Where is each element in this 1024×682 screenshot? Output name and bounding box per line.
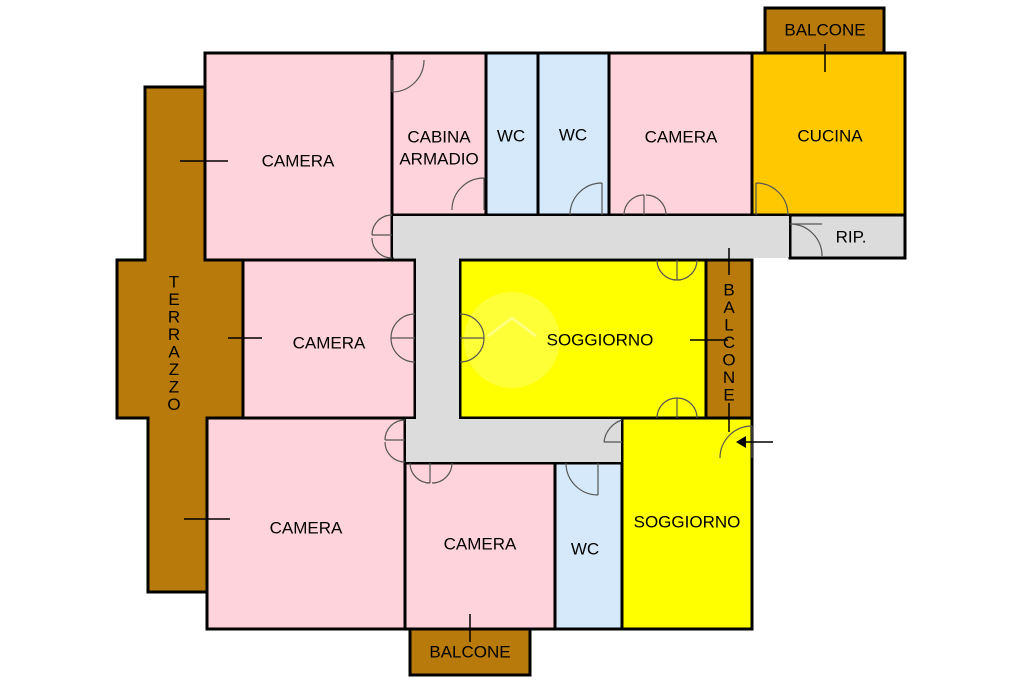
vertical-letter: Z xyxy=(169,360,179,379)
camera-mid-left-label: CAMERA xyxy=(293,333,366,352)
camera-top-mid-label: CAMERA xyxy=(645,127,718,146)
camera-mid-left-room xyxy=(241,258,417,420)
camera-bottom-mid-label: CAMERA xyxy=(444,534,517,553)
camera-bottom-left-room xyxy=(205,416,407,631)
arrow-left-icon xyxy=(736,436,773,448)
wc-top-2-room xyxy=(536,51,611,217)
wall-markers xyxy=(180,44,826,642)
vertical-letter: R xyxy=(168,307,180,326)
vertical-letter: Z xyxy=(169,377,179,396)
vertical-letter: O xyxy=(167,395,180,414)
vertical-letter: B xyxy=(723,280,734,299)
wc-bottom-label: WC xyxy=(571,539,599,558)
cabina-armadio-room xyxy=(390,51,488,217)
soggiorno-1-label: SOGGIORNO xyxy=(547,330,654,349)
cabina-armadio-label-line1: CABINA xyxy=(407,127,471,146)
vertical-letter: A xyxy=(723,298,735,317)
vertical-letter: C xyxy=(723,333,735,352)
balcone-top-label: BALCONE xyxy=(784,20,865,39)
vertical-letter: O xyxy=(722,350,735,369)
rip-label: RIP. xyxy=(836,227,867,246)
wc-top-1-room xyxy=(484,51,540,217)
vertical-letter: T xyxy=(169,272,179,291)
house-icon xyxy=(487,316,537,338)
wc-top-2-label: WC xyxy=(559,125,587,144)
ripostiglio-room xyxy=(788,213,907,260)
highlight-marker xyxy=(464,292,560,388)
camera-bottom-left-label: CAMERA xyxy=(270,518,343,537)
vertical-letter: E xyxy=(168,290,179,309)
vertical-letter: R xyxy=(168,325,180,344)
camera-top-left-room xyxy=(203,51,394,262)
vertical-letter: L xyxy=(724,315,733,334)
cucina-label: CUCINA xyxy=(797,126,863,145)
vertical-letter: A xyxy=(168,342,180,361)
camera-top-mid-room xyxy=(607,51,754,217)
cabina-armadio-label-line2: ARMADIO xyxy=(399,149,478,168)
wc-top-1-label: WC xyxy=(497,126,525,145)
vertical-letter: E xyxy=(723,385,734,404)
camera-bottom-mid-room xyxy=(403,461,557,631)
door-swings xyxy=(371,59,823,496)
wc-bottom-room xyxy=(553,461,624,631)
camera-top-left-label: CAMERA xyxy=(262,151,335,170)
soggiorno-2-label: SOGGIORNO xyxy=(634,512,741,531)
balcone-bottom-label: BALCONE xyxy=(429,642,510,661)
soggiorno-2-room xyxy=(620,416,754,631)
vertical-letter: N xyxy=(723,368,735,387)
corridor-floor xyxy=(393,216,789,462)
soggiorno-1-room xyxy=(458,258,708,420)
balcone-right-label: BALCONE xyxy=(722,280,735,404)
